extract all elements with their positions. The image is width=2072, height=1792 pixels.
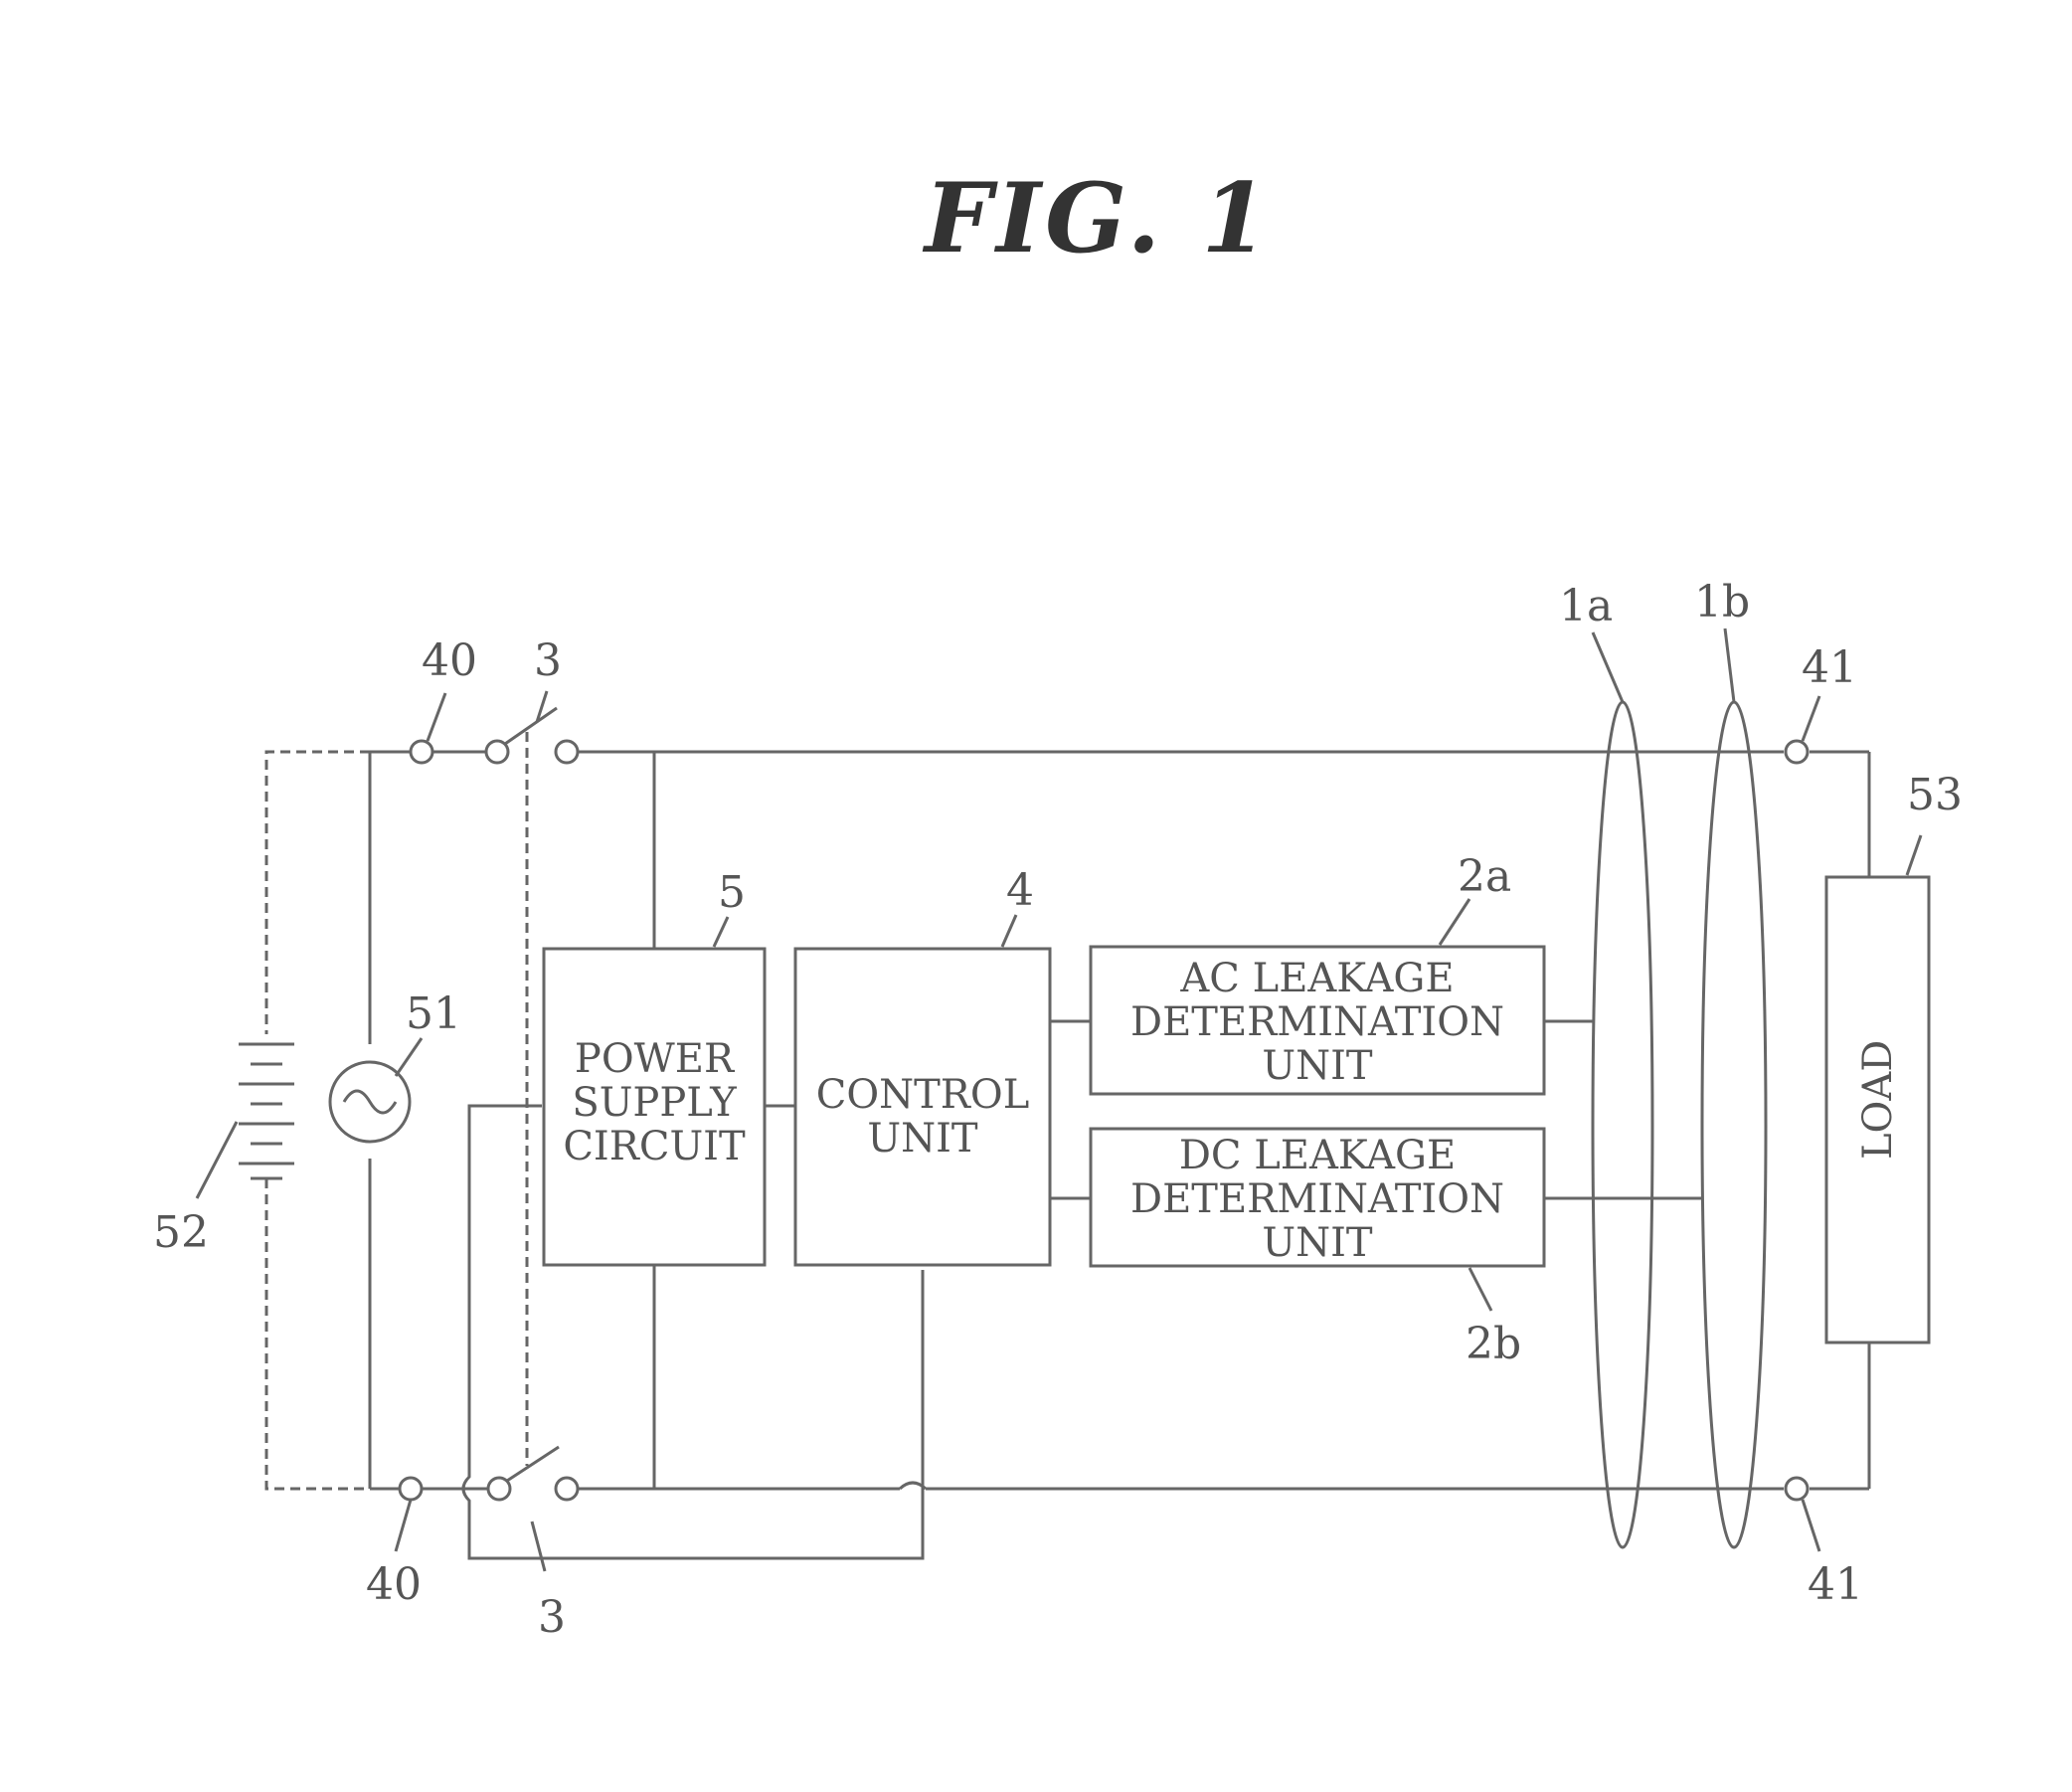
ref-41-top: 41	[1802, 646, 1857, 690]
switch-bottom-contact	[556, 1478, 578, 1500]
leader-41-bottom	[1803, 1500, 1819, 1551]
load-label: LOAD	[1855, 1060, 1899, 1160]
ct-1b-oval	[1702, 702, 1766, 1547]
terminal-40-top	[411, 741, 432, 763]
dc-leakage-label: DC LEAKAGE DETERMINATION UNIT	[1091, 1134, 1544, 1265]
terminal-41-top	[1786, 741, 1808, 763]
switch-top-contact	[556, 741, 578, 763]
ct-1a-oval	[1593, 702, 1652, 1547]
leader-52	[197, 1122, 237, 1198]
ref-2a: 2a	[1458, 855, 1511, 899]
power-supply-label: POWER SUPPLY CIRCUIT	[544, 1037, 765, 1168]
switch-top-blade	[505, 708, 557, 744]
figure-title: FIG. 1	[925, 171, 1272, 267]
leader-41-top	[1803, 696, 1819, 741]
ac-leakage-label: AC LEAKAGE DETERMINATION UNIT	[1091, 957, 1544, 1088]
ref-3-top: 3	[534, 639, 562, 683]
switch-top-pivot	[486, 741, 508, 763]
leader-40-top	[428, 693, 445, 741]
ref-51: 51	[406, 992, 461, 1036]
ref-2b: 2b	[1466, 1323, 1521, 1366]
dc-leakage-line-1: DC LEAKAGE	[1091, 1134, 1544, 1177]
ref-1b: 1b	[1694, 581, 1750, 625]
leader-1a	[1593, 632, 1623, 702]
ref-4: 4	[1006, 869, 1034, 913]
ref-41-bottom: 41	[1808, 1563, 1863, 1607]
leader-2b	[1469, 1268, 1491, 1311]
leader-3-bottom	[532, 1522, 545, 1571]
terminal-40-bottom	[400, 1478, 422, 1500]
leader-1b	[1725, 628, 1734, 702]
power-supply-line-3: CIRCUIT	[544, 1125, 765, 1168]
dc-leakage-line-2: DETERMINATION	[1091, 1177, 1544, 1221]
control-label: CONTROL UNIT	[795, 1073, 1050, 1161]
terminal-41-bottom	[1786, 1478, 1808, 1500]
ac-leakage-line-3: UNIT	[1091, 1044, 1544, 1088]
dc-leakage-line-3: UNIT	[1091, 1221, 1544, 1265]
power-supply-line-2: SUPPLY	[544, 1081, 765, 1125]
power-supply-line-1: POWER	[544, 1037, 765, 1081]
ref-40-top: 40	[422, 639, 477, 683]
ref-3-bottom: 3	[538, 1596, 566, 1640]
ac-leakage-line-1: AC LEAKAGE	[1091, 957, 1544, 1000]
trip-coil-loop	[463, 1106, 923, 1558]
dc-source-dashed-wire	[266, 752, 370, 1489]
leader-5	[714, 917, 728, 947]
ac-leakage-line-2: DETERMINATION	[1091, 1000, 1544, 1044]
ref-5: 5	[718, 871, 746, 915]
leader-53	[1907, 835, 1921, 875]
switch-bottom-pivot	[488, 1478, 510, 1500]
switch-bottom-blade	[507, 1447, 559, 1481]
control-line-2: UNIT	[795, 1117, 1050, 1161]
leader-51	[396, 1038, 422, 1076]
ref-40-bottom: 40	[366, 1563, 422, 1607]
leader-40-bottom	[396, 1500, 411, 1551]
ac-source-wave	[344, 1091, 396, 1113]
ref-53: 53	[1907, 774, 1963, 817]
ref-52: 52	[153, 1211, 209, 1255]
leader-2a	[1440, 899, 1469, 945]
leader-4	[1002, 915, 1016, 947]
control-line-1: CONTROL	[795, 1073, 1050, 1117]
ref-1a: 1a	[1559, 585, 1613, 628]
